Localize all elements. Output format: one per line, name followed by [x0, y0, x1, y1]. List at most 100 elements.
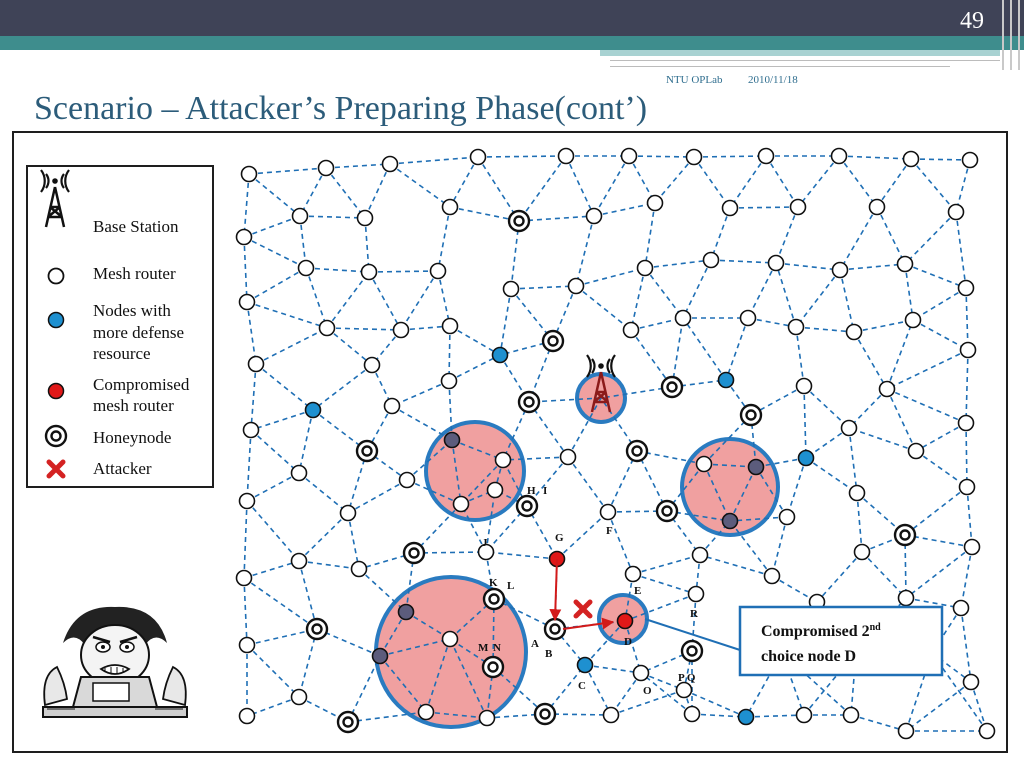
mesh-link: [406, 439, 453, 481]
mesh-link: [965, 287, 969, 351]
mesh-router-node: [440, 372, 458, 390]
mesh-link: [725, 379, 752, 416]
mesh-link: [904, 211, 957, 265]
mesh-router-node: [959, 341, 977, 359]
mesh-router-node: [557, 147, 575, 165]
mesh-router-node: [417, 703, 435, 721]
mesh-router-node: [795, 706, 813, 724]
mesh-link: [400, 270, 439, 331]
mesh-router-node: [383, 397, 401, 415]
mesh-link: [632, 573, 697, 595]
mesh-router-node: [238, 636, 256, 654]
mesh-link: [955, 211, 967, 289]
region-inner-node: [397, 603, 415, 621]
compromised-node-icon: [47, 382, 65, 400]
mesh-router-node: [685, 148, 703, 166]
mesh-link: [710, 207, 731, 261]
header-rule: [610, 60, 1000, 61]
mesh-link: [391, 380, 450, 407]
mesh-link: [795, 326, 805, 387]
mesh-router-node: [469, 148, 487, 166]
mesh-link: [325, 167, 366, 219]
defense-node: [304, 401, 322, 419]
mesh-link: [805, 457, 858, 494]
compromised-node: [616, 612, 634, 630]
mesh-link: [904, 263, 967, 289]
legend-label-honeynode: Honeynode: [93, 428, 171, 447]
attacker-mark: [573, 599, 593, 619]
mesh-router-node: [559, 448, 577, 466]
mesh-link: [593, 155, 630, 217]
mesh-link: [632, 554, 701, 575]
mesh-router-node: [962, 673, 980, 691]
mesh-link: [347, 512, 360, 570]
mesh-router-node: [739, 309, 757, 327]
honeynode: [625, 439, 649, 463]
mesh-link: [246, 301, 328, 329]
mesh-link: [575, 285, 632, 331]
region-inner-node: [747, 458, 765, 476]
mesh-link: [250, 409, 314, 431]
mesh-link: [624, 620, 642, 674]
mesh-router-node: [763, 567, 781, 585]
legend-label-defense-1: Nodes with: [93, 301, 171, 320]
mesh-link: [299, 167, 327, 217]
mesh-link: [745, 714, 805, 718]
honeynode: [402, 541, 426, 565]
honeynode: [517, 390, 541, 414]
mesh-router-node: [957, 279, 975, 297]
node-label-e: E: [634, 585, 641, 597]
callout-box: Compromised 2nd choice node D: [738, 605, 944, 677]
mesh-router-node: [853, 543, 871, 561]
mesh-router-node: [757, 147, 775, 165]
mesh-router-node: [290, 552, 308, 570]
defense-node: [737, 708, 755, 726]
callout-frame: [738, 605, 944, 677]
mesh-link: [905, 597, 962, 609]
mesh-link: [312, 409, 368, 452]
node-label-b: B: [545, 648, 553, 660]
mesh-link: [710, 259, 777, 264]
mesh-router-node: [695, 455, 713, 473]
defense-node: [797, 449, 815, 467]
mesh-router-node: [961, 151, 979, 169]
mesh-router-node: [441, 198, 459, 216]
mesh-router-node: [787, 318, 805, 336]
mesh-link: [246, 429, 252, 502]
mesh-link: [248, 173, 301, 217]
mesh-link: [567, 456, 609, 513]
legend-label-compromised-1: Compromised: [93, 375, 190, 394]
mesh-link: [729, 516, 788, 522]
mesh-router-node: [441, 630, 459, 648]
mesh-link: [729, 520, 773, 577]
header-teal-band-light: [600, 50, 1000, 56]
date-label: 2010/11/18: [748, 74, 798, 86]
mesh-link: [437, 206, 451, 272]
compromised-regions: [374, 372, 780, 729]
mesh-link: [693, 156, 731, 209]
mesh-link: [876, 158, 912, 208]
mesh-router-node: [599, 503, 617, 521]
mesh-router-node: [240, 165, 258, 183]
mesh-router-node: [702, 251, 720, 269]
defense-node: [717, 371, 735, 389]
mesh-link: [451, 439, 504, 461]
mesh-router-node: [646, 194, 664, 212]
mesh-link: [368, 270, 439, 273]
mesh-link: [682, 259, 712, 319]
mesh-link: [644, 259, 712, 269]
mesh-link: [246, 628, 318, 646]
mesh-router-node: [687, 585, 705, 603]
callout-line-1-superscript: nd: [870, 622, 882, 633]
mesh-router-node: [502, 280, 520, 298]
mesh-router-node: [441, 317, 459, 335]
mesh-link: [413, 503, 462, 554]
mesh-link: [358, 568, 407, 613]
mesh-router-node: [238, 707, 256, 725]
mesh-nodes: [235, 147, 996, 740]
mesh-router-node: [235, 569, 253, 587]
mesh-link: [838, 155, 912, 160]
mesh-link: [886, 388, 967, 424]
mesh-link: [492, 598, 495, 668]
mesh-link: [795, 326, 855, 333]
